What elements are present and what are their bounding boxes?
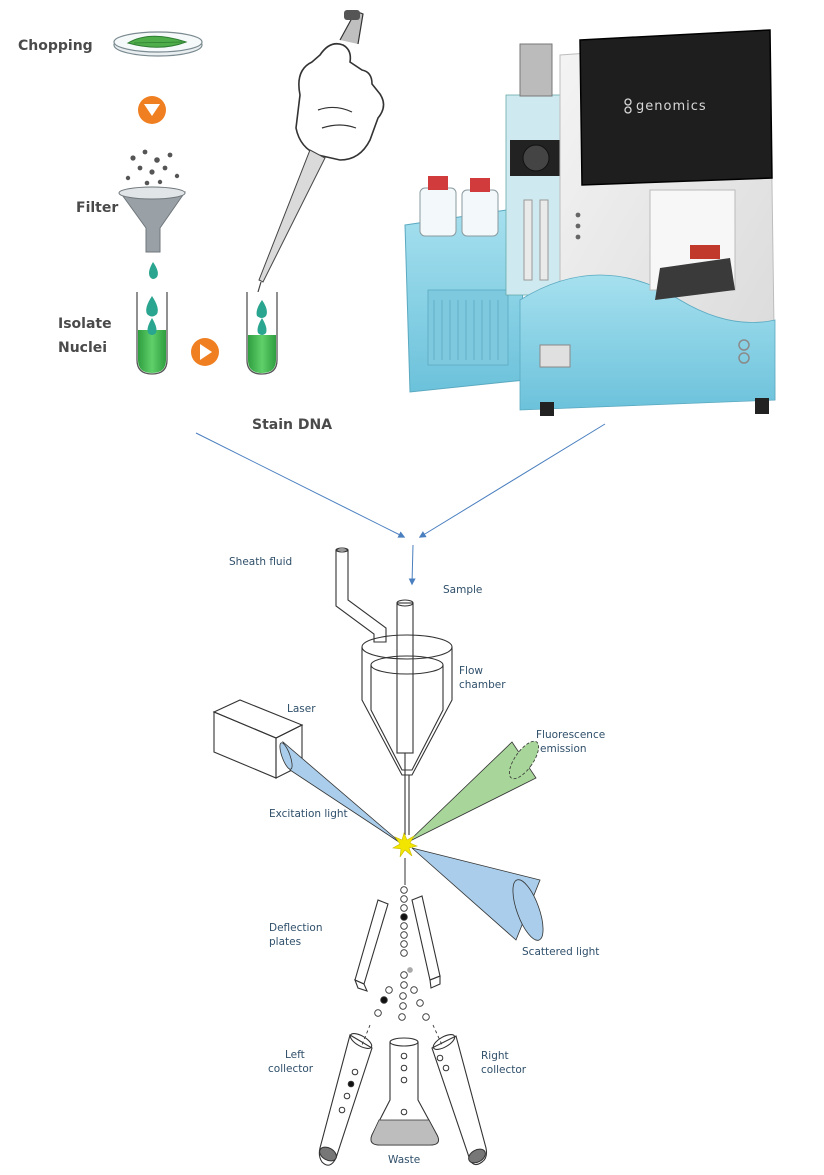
interrogation-point-icon bbox=[392, 832, 418, 858]
reagent-bottle-icon bbox=[419, 176, 499, 237]
label-fluorescence-2: emission bbox=[540, 743, 587, 755]
label-sample: Sample bbox=[443, 584, 482, 596]
flow-cytometer-instrument: genomics bbox=[404, 29, 776, 416]
waste-flask bbox=[370, 1037, 439, 1146]
droplet-icon bbox=[149, 262, 158, 279]
test-tube-stained-icon bbox=[246, 292, 278, 375]
particles-icon bbox=[125, 149, 180, 186]
label-right-collector-2: collector bbox=[481, 1064, 527, 1076]
petri-dish-icon bbox=[113, 31, 203, 57]
sheath-fluid-pipe bbox=[335, 549, 387, 643]
arrow-down-icon bbox=[138, 96, 166, 124]
flow-cytometry-schematic: Sheath fluid Sample Flow chamber Laser F… bbox=[212, 547, 605, 1166]
connector-arrow-sample bbox=[408, 544, 416, 586]
connector-arrows bbox=[195, 423, 606, 586]
genomics-side-logo-icon bbox=[738, 339, 750, 364]
label-flow-chamber-2: chamber bbox=[459, 679, 506, 691]
label-deflection-2: plates bbox=[269, 936, 301, 948]
right-collector bbox=[431, 1034, 488, 1166]
label-deflection-1: Deflection bbox=[269, 922, 323, 934]
label-waste: Waste bbox=[388, 1154, 420, 1166]
connector-arrow-instrument bbox=[418, 423, 606, 538]
label-scattered-light: Scattered light bbox=[522, 946, 599, 958]
label-right-collector-1: Right bbox=[481, 1050, 509, 1062]
deflection-plates bbox=[354, 895, 441, 992]
arrow-right-icon bbox=[191, 338, 219, 366]
label-fluorescence-1: Fluorescence bbox=[536, 729, 605, 741]
test-tube-nuclei-icon bbox=[136, 292, 168, 375]
label-excitation-light: Excitation light bbox=[269, 808, 348, 820]
step-label-isolate-1: Isolate bbox=[58, 316, 112, 332]
excitation-light-beam bbox=[282, 740, 403, 845]
step-label-filter: Filter bbox=[76, 200, 118, 216]
droplet-stream bbox=[361, 858, 443, 1046]
label-sheath-fluid: Sheath fluid bbox=[229, 556, 292, 568]
left-collector bbox=[318, 1033, 373, 1166]
step-label-isolate-2: Nuclei bbox=[58, 340, 107, 356]
sample-needle bbox=[396, 602, 414, 754]
label-laser: Laser bbox=[287, 703, 316, 715]
step-label-chopping: Chopping bbox=[18, 38, 93, 54]
label-flow-chamber-1: Flow bbox=[459, 665, 483, 677]
flow-chamber bbox=[361, 599, 453, 835]
instrument-brand: genomics bbox=[636, 99, 707, 114]
step-label-stain: Stain DNA bbox=[252, 417, 332, 433]
connector-arrow-prep bbox=[195, 432, 406, 538]
genomics-logo-icon bbox=[624, 98, 632, 114]
pipette-icon bbox=[257, 149, 326, 293]
funnel-icon bbox=[118, 186, 186, 253]
gloved-hand-icon bbox=[295, 10, 385, 161]
label-left-collector-2: collector bbox=[268, 1063, 314, 1075]
sample-prep-panel: Chopping Filter Isolate Nuclei bbox=[18, 10, 385, 433]
label-left-collector-1: Left bbox=[285, 1049, 305, 1061]
